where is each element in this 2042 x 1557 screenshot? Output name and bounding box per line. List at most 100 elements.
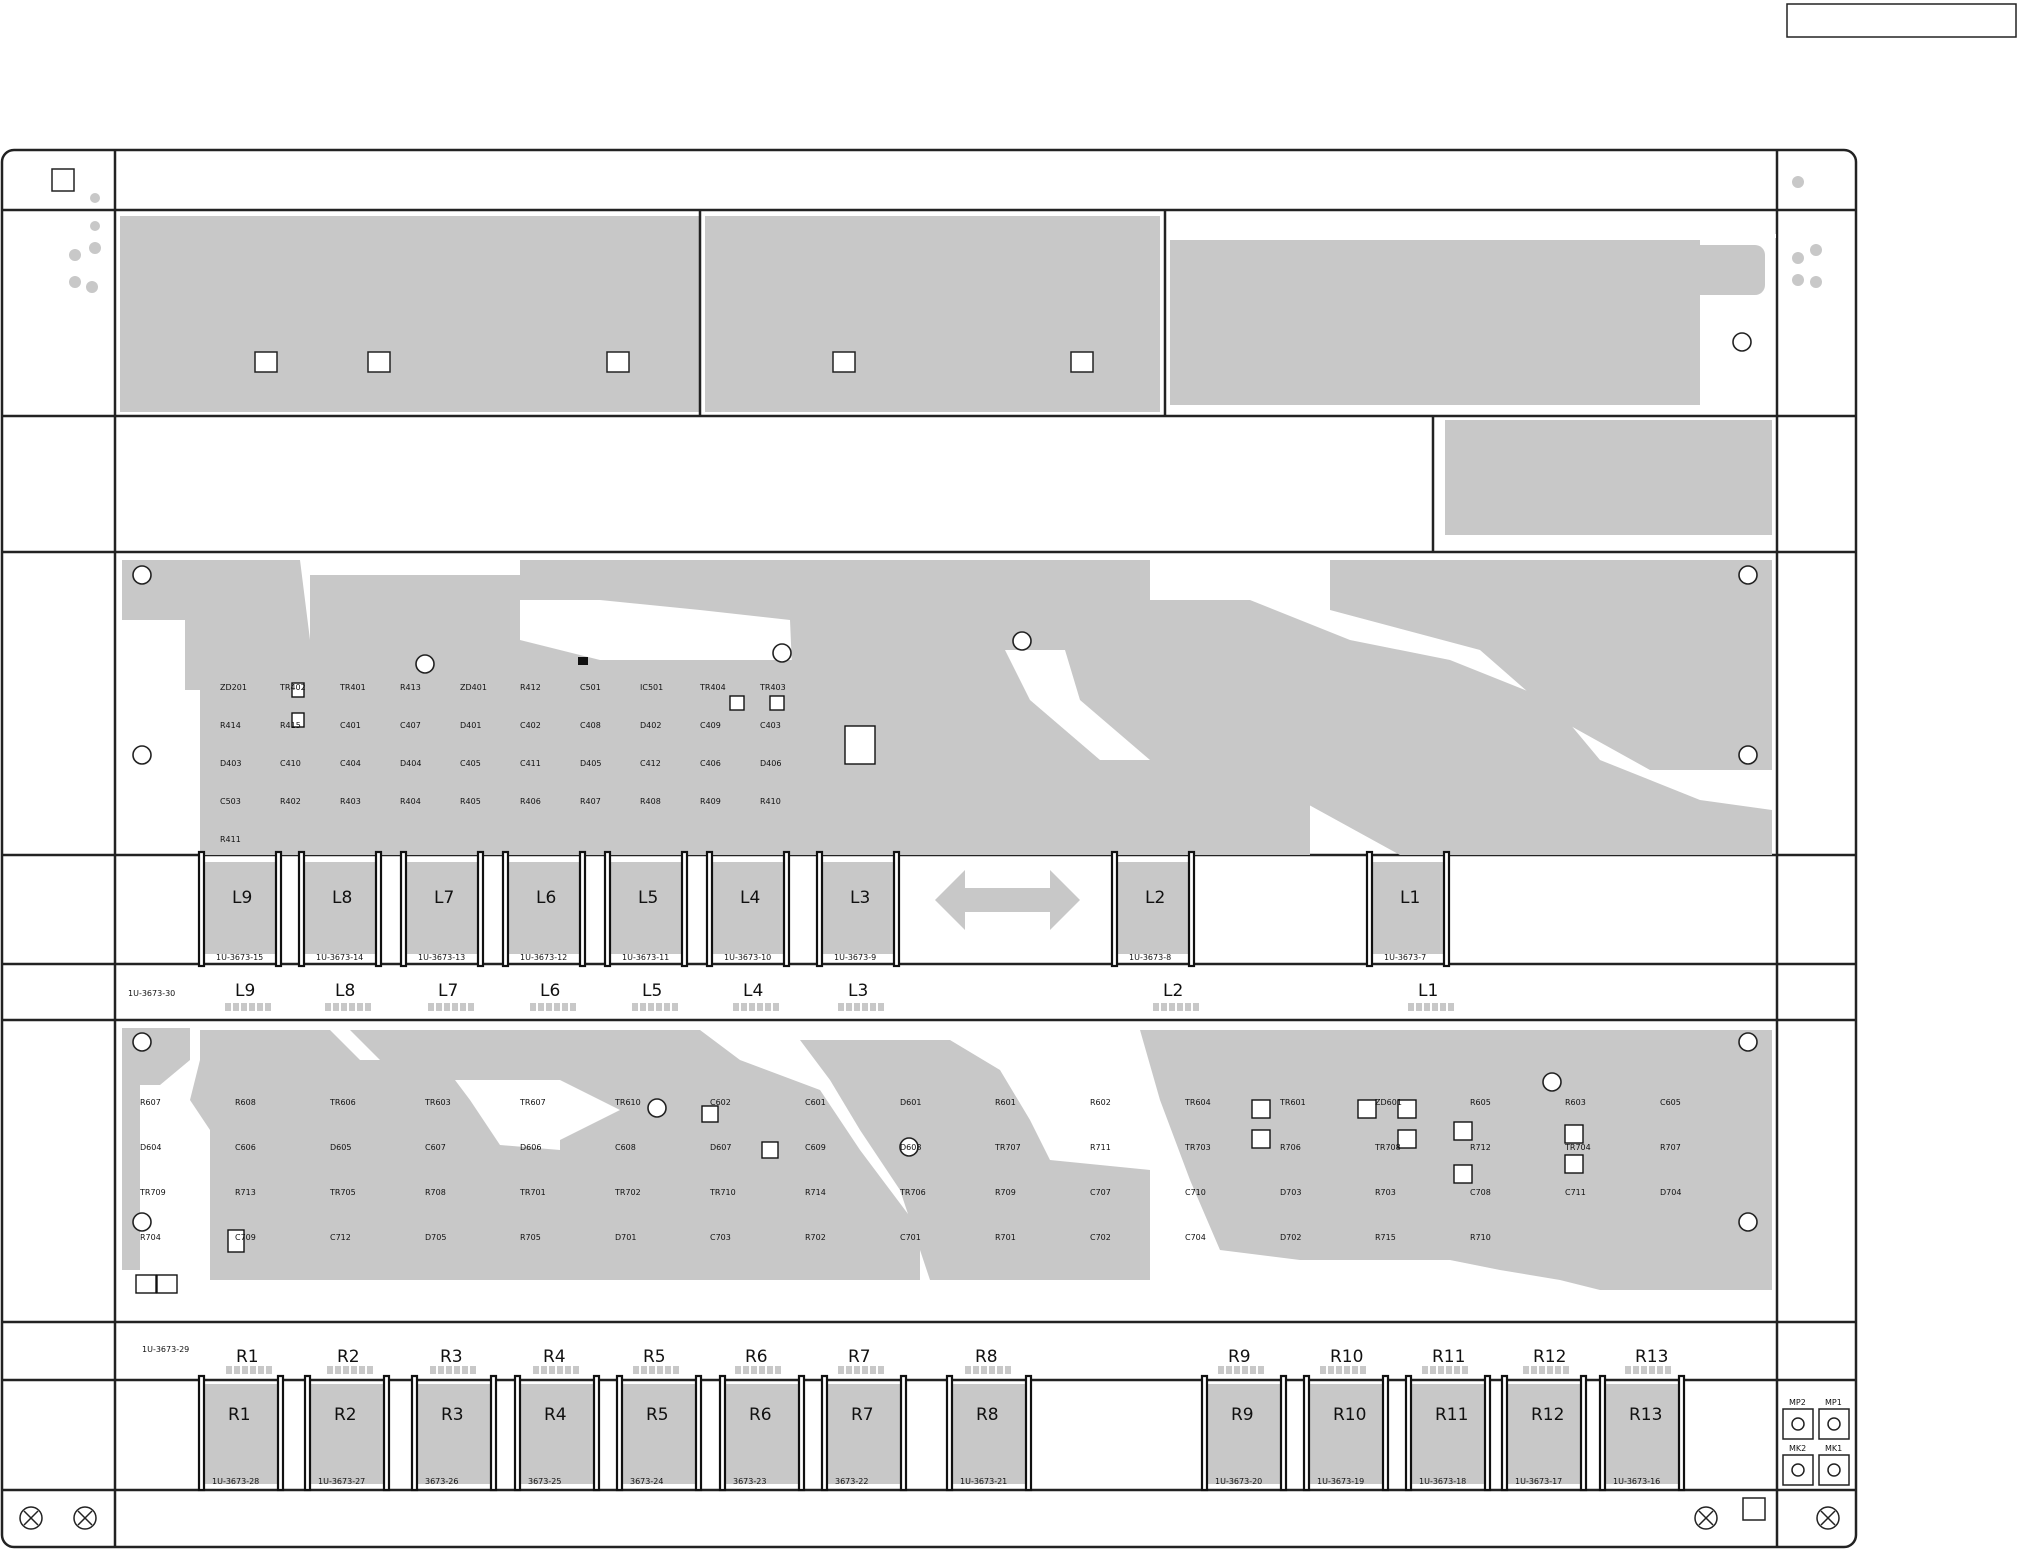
component-designator: C701 [900, 1233, 921, 1242]
pad-label: L9 [235, 981, 255, 1001]
component-designator: R702 [805, 1233, 826, 1242]
component-designator: TR402 [279, 683, 306, 692]
component-designator: C407 [400, 721, 421, 730]
component-designator: C709 [235, 1233, 256, 1242]
component-designator: C702 [1090, 1233, 1111, 1242]
component-designator: D704 [1660, 1188, 1681, 1197]
coil-block: R8 1U-3673-21 [945, 1374, 1033, 1492]
copper-section-top [120, 210, 1776, 416]
component-designator: TR708 [1374, 1143, 1401, 1152]
component-designator: C401 [340, 721, 361, 730]
component-designator: TR707 [994, 1143, 1021, 1152]
pad-group: R9 [1218, 1347, 1264, 1374]
component-designator: D403 [220, 759, 241, 768]
pad-group: L9 [225, 981, 271, 1011]
pad-group: R1 [226, 1347, 272, 1374]
part-code: 1U-3673-28 [212, 1477, 259, 1486]
part-code: 3673-23 [733, 1477, 766, 1486]
coil-label: L7 [434, 888, 454, 908]
component-designator: R701 [995, 1233, 1016, 1242]
component-designator: C608 [615, 1143, 636, 1152]
part-code: 1U-3673-10 [724, 953, 771, 962]
component-designator: R709 [995, 1188, 1016, 1197]
component-designator: C601 [805, 1098, 826, 1107]
component-designator: D605 [330, 1143, 351, 1152]
pad-label: R4 [543, 1347, 566, 1367]
component-designator: R708 [425, 1188, 446, 1197]
component-designator: D405 [580, 759, 601, 768]
component-designator: D406 [760, 759, 781, 768]
component-designator: R707 [1660, 1143, 1681, 1152]
component-designator: R607 [140, 1098, 161, 1107]
connector-label: MP1 [1825, 1398, 1842, 1407]
connector-block: MK2 [1782, 1444, 1814, 1486]
component-designator: C704 [1185, 1233, 1206, 1242]
part-code: 1U-3673-17 [1515, 1477, 1562, 1486]
coil-block: R4 3673-25 [513, 1374, 601, 1492]
component-designator: R409 [700, 797, 721, 806]
coil-label: R4 [544, 1405, 567, 1425]
connector-block: MP1 [1818, 1398, 1850, 1440]
double-arrow [935, 870, 1080, 930]
pad-label: R1 [236, 1347, 259, 1367]
component-designator: R713 [235, 1188, 256, 1197]
component-designator: C609 [805, 1143, 826, 1152]
pad-label: L4 [743, 981, 763, 1001]
component-designator: D604 [140, 1143, 161, 1152]
pad-label: L1 [1418, 981, 1438, 1001]
coil-label: R3 [441, 1405, 464, 1425]
part-code: 1U-3673-20 [1215, 1477, 1262, 1486]
pad-group: L6 [530, 981, 576, 1011]
component-designator: R403 [340, 797, 361, 806]
part-code: 3673-25 [528, 1477, 561, 1486]
component-designator: C412 [640, 759, 661, 768]
component-designator: TR701 [519, 1188, 546, 1197]
pad-group: L5 [632, 981, 678, 1011]
component-designator: R408 [640, 797, 661, 806]
component-designator: C703 [710, 1233, 731, 1242]
component-designator: D404 [400, 759, 421, 768]
coil-label: R6 [749, 1405, 772, 1425]
coil-label: L4 [740, 888, 760, 908]
coil-label: R10 [1333, 1405, 1366, 1425]
component-designator: C707 [1090, 1188, 1111, 1197]
pad-group: R5 [633, 1347, 679, 1374]
component-designator: R414 [220, 721, 241, 730]
part-code: 1U-3673-16 [1613, 1477, 1660, 1486]
component-designator: D401 [460, 721, 481, 730]
connector-label: MP2 [1789, 1398, 1806, 1407]
component-designator: D606 [520, 1143, 541, 1152]
part-code: 1U-3673-7 [1384, 953, 1426, 962]
component-designator: TR610 [614, 1098, 641, 1107]
coil-label: R8 [976, 1405, 999, 1425]
pad-group: R7 [838, 1347, 884, 1374]
connector-block: MK1 [1818, 1444, 1850, 1486]
pad-group: L2 [1153, 981, 1199, 1011]
component-designator: C402 [520, 721, 541, 730]
component-designator: R411 [220, 835, 241, 844]
pad-label: R7 [848, 1347, 871, 1367]
pad-group: R11 [1422, 1347, 1468, 1374]
coil-label: L2 [1145, 888, 1165, 908]
component-designator: TR603 [424, 1098, 451, 1107]
part-code: 1U-3673-21 [960, 1477, 1007, 1486]
copper-section-upper-main [122, 560, 1772, 855]
component-designator: D607 [710, 1143, 731, 1152]
coil-label: R12 [1531, 1405, 1564, 1425]
component-designator: C411 [520, 759, 541, 768]
coil-label: R11 [1435, 1405, 1468, 1425]
component-designator: D705 [425, 1233, 446, 1242]
component-designator: TR703 [1184, 1143, 1211, 1152]
component-designator: R406 [520, 797, 541, 806]
copper-section-lower-main [122, 1028, 1772, 1290]
pad-label: R12 [1533, 1347, 1566, 1367]
component-designator: R715 [1375, 1233, 1396, 1242]
component-designator: TR601 [1279, 1098, 1306, 1107]
part-code: 1U-3673-9 [834, 953, 876, 962]
